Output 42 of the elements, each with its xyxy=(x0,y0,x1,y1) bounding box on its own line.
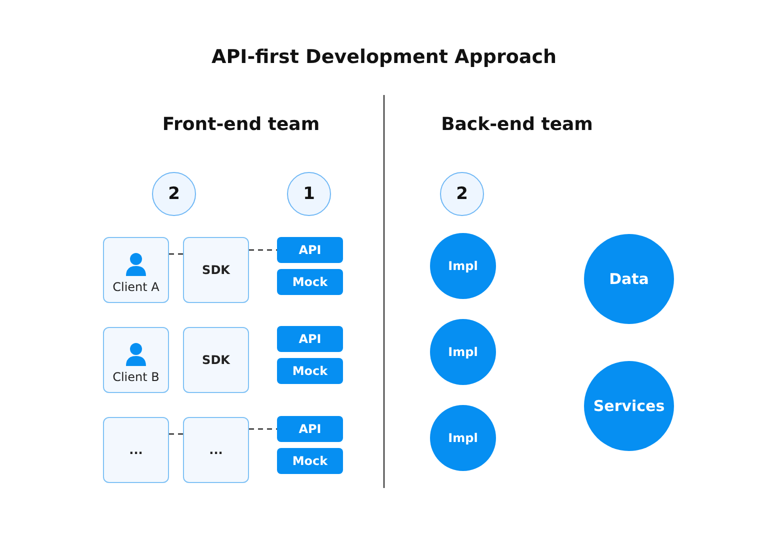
node-label: Mock xyxy=(292,454,328,468)
node-label: ... xyxy=(129,443,143,457)
node-label: Mock xyxy=(292,364,328,378)
api-button-box xyxy=(277,448,343,474)
component-box xyxy=(183,327,249,393)
node-label: Client B xyxy=(112,370,160,384)
dashed-connector xyxy=(169,433,183,435)
component-box xyxy=(103,417,169,483)
diagram-title: API-first Development Approach xyxy=(210,46,558,68)
component-box xyxy=(183,417,249,483)
node-label: 1 xyxy=(303,184,315,204)
api-button-box xyxy=(277,237,343,263)
node-label: 2 xyxy=(456,184,468,204)
client-box xyxy=(103,327,169,393)
node-label: Data xyxy=(609,270,649,288)
node-label: Services xyxy=(593,397,665,415)
api-button-box xyxy=(277,416,343,442)
node-label: Impl xyxy=(448,259,478,273)
node-label: Impl xyxy=(448,431,478,445)
step-number-circle xyxy=(152,172,196,216)
node-label: Impl xyxy=(448,345,478,359)
node-label: API xyxy=(298,422,322,436)
node-label: Mock xyxy=(292,275,328,289)
node-label: API xyxy=(298,332,322,346)
api-button-box xyxy=(277,326,343,352)
node-label: 2 xyxy=(168,184,180,204)
dashed-connector xyxy=(169,253,183,255)
step-number-circle xyxy=(440,172,484,216)
api-button-box xyxy=(277,269,343,295)
step-number-circle xyxy=(287,172,331,216)
node-label: ... xyxy=(209,443,223,457)
dashed-connector xyxy=(249,428,277,430)
team-heading: Back-end team xyxy=(440,114,594,135)
node-label: SDK xyxy=(202,353,230,367)
api-button-box xyxy=(277,358,343,384)
node-label: API xyxy=(298,243,322,257)
node-label: SDK xyxy=(202,263,230,277)
dashed-connector xyxy=(249,249,277,251)
node-label: Client A xyxy=(112,280,160,294)
client-box xyxy=(103,237,169,303)
component-box xyxy=(183,237,249,303)
team-heading: Front-end team xyxy=(161,114,321,135)
